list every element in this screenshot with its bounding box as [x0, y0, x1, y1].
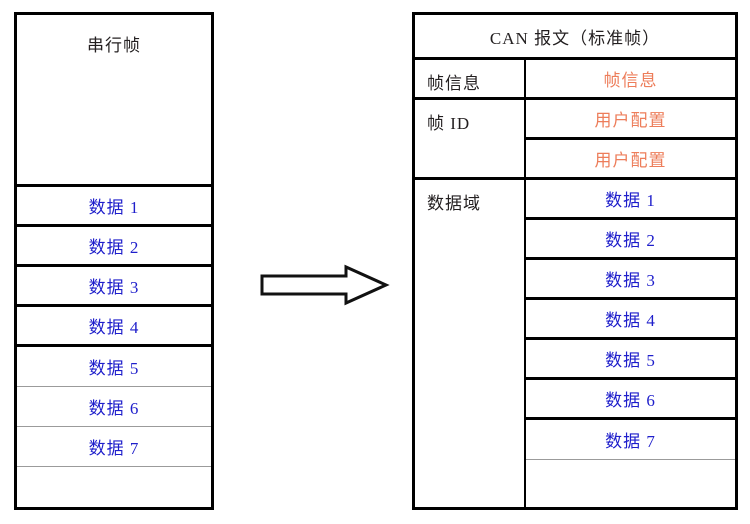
label-frame-id: 帧 ID	[415, 100, 524, 180]
can-message-body: 帧信息 帧 ID 数据域 帧信息 用户配置 用户配置 数据 1 数据 2 数据 …	[415, 60, 735, 507]
serial-frame-row-data-5: 数据 5	[17, 347, 211, 387]
value-data-2: 数据 2	[526, 220, 735, 260]
value-user-config-2: 用户配置	[526, 140, 735, 180]
value-data-3: 数据 3	[526, 260, 735, 300]
serial-frame-row-data-7: 数据 7	[17, 427, 211, 467]
serial-frame-row-data-4: 数据 4	[17, 307, 211, 347]
serial-frame-rows: 数据 1 数据 2 数据 3 数据 4 数据 5 数据 6 数据 7	[17, 187, 211, 507]
value-empty	[526, 460, 735, 507]
value-data-7: 数据 7	[526, 420, 735, 460]
serial-frame-row-data-3: 数据 3	[17, 267, 211, 307]
can-message-label-column: 帧信息 帧 ID 数据域	[415, 60, 526, 507]
can-message-value-column: 帧信息 用户配置 用户配置 数据 1 数据 2 数据 3 数据 4 数据 5 数…	[526, 60, 735, 507]
serial-frame-title: 串行帧	[87, 36, 141, 55]
value-user-config-1: 用户配置	[526, 100, 735, 140]
serial-frame-table: 串行帧 数据 1 数据 2 数据 3 数据 4 数据 5 数据 6 数据 7	[14, 12, 214, 510]
serial-frame-row-data-1: 数据 1	[17, 187, 211, 227]
value-data-6: 数据 6	[526, 380, 735, 420]
serial-frame-row-data-2: 数据 2	[17, 227, 211, 267]
serial-frame-row-empty	[17, 467, 211, 507]
can-message-table: CAN 报文（标准帧） 帧信息 帧 ID 数据域 帧信息 用户配置 用户配置 数…	[412, 12, 738, 510]
label-data-field: 数据域	[427, 194, 481, 213]
serial-frame-header-cell: 串行帧	[17, 15, 211, 187]
label-frame-info: 帧信息	[415, 60, 524, 100]
value-data-5: 数据 5	[526, 340, 735, 380]
value-frame-info: 帧信息	[526, 60, 735, 100]
right-arrow-icon	[260, 264, 390, 306]
serial-frame-row-data-6: 数据 6	[17, 387, 211, 427]
value-data-4: 数据 4	[526, 300, 735, 340]
value-data-1: 数据 1	[526, 180, 735, 220]
conversion-arrow-container	[258, 262, 390, 308]
can-message-title: CAN 报文（标准帧）	[415, 15, 735, 60]
